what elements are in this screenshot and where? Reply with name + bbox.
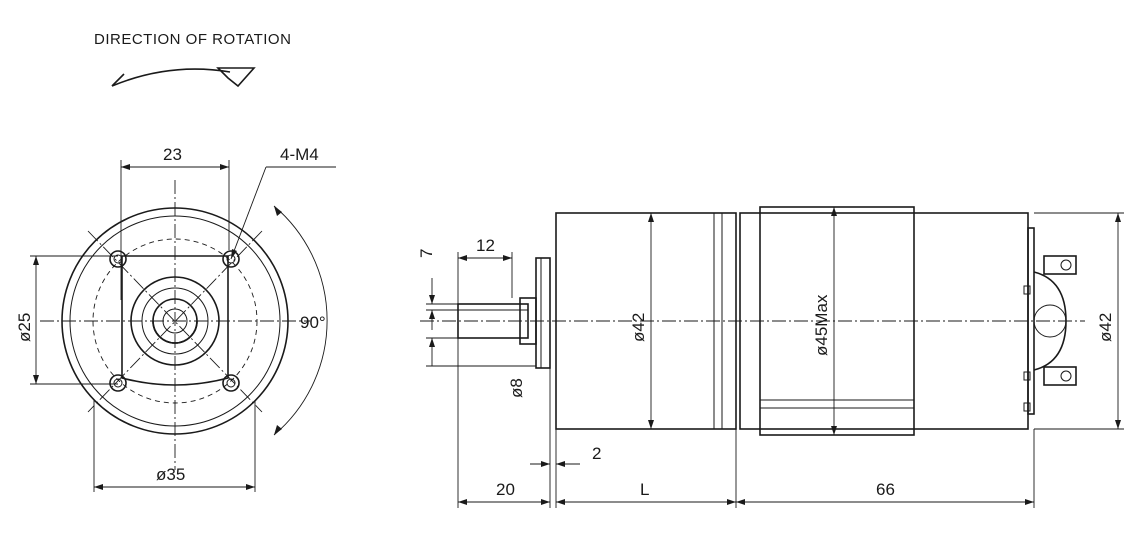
dim-12: 12	[476, 236, 495, 255]
dim-23: 23	[163, 145, 182, 164]
dim-o8: ø8	[507, 378, 526, 398]
mount-hole-tl	[109, 250, 127, 268]
dim-66: 66	[876, 480, 895, 499]
terminal-top	[1043, 255, 1077, 275]
mount-hole-bl	[109, 374, 127, 392]
output-shaft	[457, 303, 529, 339]
dim-o42-gearbox: ø42	[629, 313, 648, 342]
dim-o45max: ø45Max	[812, 294, 831, 356]
side-view: 12 7 ø8 ø42 ø45Max ø42	[417, 206, 1124, 508]
flange	[535, 257, 551, 369]
dim-4m4: 4-M4	[280, 145, 319, 164]
gearbox-body	[555, 212, 737, 430]
dim-o35: ø35	[156, 465, 185, 484]
rotation-title: DIRECTION OF ROTATION	[94, 31, 291, 48]
dim-20: 20	[496, 480, 515, 499]
dim-o42-end: ø42	[1096, 313, 1115, 342]
dim-L: L	[640, 480, 649, 499]
dim-90deg: 90°	[300, 313, 326, 332]
dim-7: 7	[417, 249, 436, 258]
dim-o25: ø25	[15, 313, 34, 342]
mount-hole-tr	[222, 250, 240, 268]
terminal-bottom	[1043, 366, 1077, 386]
mount-hole-br	[222, 374, 240, 392]
front-view: 23 4-M4 ø25 90° ø35	[15, 145, 336, 492]
dim-2: 2	[592, 444, 601, 463]
rotation-arrow	[111, 67, 256, 88]
